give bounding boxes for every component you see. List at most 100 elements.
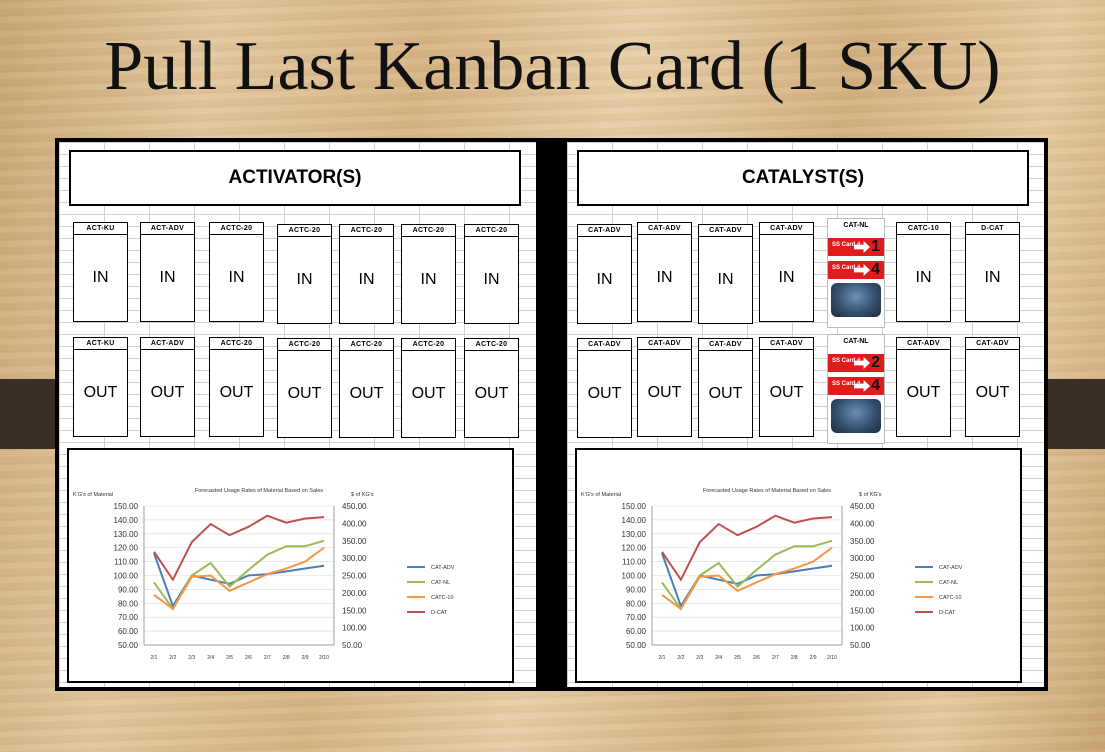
card-out[interactable]: ACT-ADV OUT xyxy=(140,337,195,437)
ss-card-number: 4 xyxy=(871,261,880,278)
card-out[interactable]: ACT-KU OUT xyxy=(73,337,128,437)
y2-tick-label: 350.00 xyxy=(342,537,367,546)
card-in[interactable]: ACTC-20 IN xyxy=(401,224,456,324)
y2-tick-label: 100.00 xyxy=(342,624,367,633)
card-in[interactable]: CAT-ADV IN xyxy=(759,222,814,322)
ss-card-row: SS Card # 4 xyxy=(828,377,884,395)
card-out[interactable]: ACTC-20 OUT xyxy=(339,338,394,438)
card-label: CAT-ADV xyxy=(760,338,813,350)
card-in[interactable]: CAT-ADV IN xyxy=(698,224,753,324)
card-out[interactable]: CAT-ADV OUT xyxy=(698,338,753,438)
card-status: OUT xyxy=(906,384,941,401)
y-tick-label: 80.00 xyxy=(626,599,647,608)
card-out[interactable]: ACTC-20 OUT xyxy=(464,338,519,438)
card-in[interactable]: ACTC-20 IN xyxy=(209,222,264,322)
chart-title: Forecasted Usage Rates of Material Based… xyxy=(703,488,831,494)
card-label: CAT-ADV xyxy=(578,225,631,237)
catalyst-panel: CATALYST(S) CAT-ADV IN CAT-ADV IN CAT-AD… xyxy=(567,142,1044,687)
series-line xyxy=(153,514,325,582)
y2-tick-label: 150.00 xyxy=(850,606,875,615)
y-tick-label: 70.00 xyxy=(118,613,139,622)
card-out[interactable]: ACTC-20 OUT xyxy=(209,337,264,437)
y-tick-label: 110.00 xyxy=(622,558,646,567)
card-label: ACTC-20 xyxy=(340,339,393,351)
y-tick-label: 150.00 xyxy=(114,502,139,511)
special-card-label: CAT-NL xyxy=(843,338,869,345)
series-line xyxy=(661,546,833,611)
legend-label: CAT-ADV xyxy=(939,565,963,571)
x-tick-label: 2/4 xyxy=(715,655,722,661)
card-label: CAT-ADV xyxy=(699,339,752,351)
y-tick-label: 50.00 xyxy=(626,641,647,650)
card-in[interactable]: ACTC-20 IN xyxy=(464,224,519,324)
card-status: OUT xyxy=(287,385,322,402)
x-tick-label: 2/1 xyxy=(151,655,158,661)
ss-card-text: SS Card # xyxy=(832,381,861,387)
ss-card-text: SS Card # xyxy=(832,265,861,271)
series-line xyxy=(661,514,833,582)
card-in[interactable]: CAT-ADV IN xyxy=(577,224,632,324)
card-status: OUT xyxy=(219,384,254,401)
card-out[interactable]: CAT-ADV OUT xyxy=(896,337,951,437)
card-label: ACTC-20 xyxy=(210,223,263,235)
x-tick-label: 2/6 xyxy=(245,655,252,661)
card-label: CAT-ADV xyxy=(578,339,631,351)
y2-tick-label: 250.00 xyxy=(342,572,367,581)
y2-tick-label: 200.00 xyxy=(850,589,875,598)
card-out[interactable]: CAT-ADV OUT xyxy=(965,337,1020,437)
card-label: ACTC-20 xyxy=(402,339,455,351)
card-label: ACTC-20 xyxy=(210,338,263,350)
legend-label: CATC-10 xyxy=(939,595,962,601)
ss-card-number: 2 xyxy=(871,354,880,371)
x-tick-label: 2/2 xyxy=(677,655,684,661)
card-status: OUT xyxy=(150,384,185,401)
card-out[interactable]: CAT-ADV OUT xyxy=(759,337,814,437)
ss-card-row: SS Card # 1 xyxy=(828,238,884,256)
card-out[interactable]: CAT-ADV OUT xyxy=(637,337,692,437)
card-label: D-CAT xyxy=(966,223,1019,235)
y-tick-label: 80.00 xyxy=(118,599,139,608)
x-tick-label: 2/5 xyxy=(734,655,741,661)
card-out[interactable]: CAT-ADV OUT xyxy=(577,338,632,438)
x-tick-label: 2/2 xyxy=(169,655,176,661)
card-in[interactable]: ACTC-20 IN xyxy=(277,224,332,324)
y2-tick-label: 400.00 xyxy=(342,519,367,528)
card-in[interactable]: CAT-ADV IN xyxy=(637,222,692,322)
card-status: OUT xyxy=(474,385,509,402)
x-tick-label: 2/5 xyxy=(226,655,233,661)
x-tick-label: 2/1 xyxy=(659,655,666,661)
card-in[interactable]: ACT-KU IN xyxy=(73,222,128,322)
y-tick-label: 90.00 xyxy=(118,585,139,594)
card-status: IN xyxy=(159,269,176,286)
card-label: CAT-ADV xyxy=(699,225,752,237)
kanban-board: ACTIVATOR(S) ACT-KU IN ACT-ADV IN ACTC-2… xyxy=(55,138,1048,691)
series-line xyxy=(153,546,325,611)
card-status: IN xyxy=(915,269,932,286)
card-label: CAT-ADV xyxy=(638,338,691,350)
card-status: IN xyxy=(596,271,613,288)
x-tick-label: 2/8 xyxy=(791,655,798,661)
card-in[interactable]: CATC-10 IN xyxy=(896,222,951,322)
y-tick-label: 60.00 xyxy=(626,627,647,636)
card-in[interactable]: ACT-ADV IN xyxy=(140,222,195,322)
card-in[interactable]: D-CAT IN xyxy=(965,222,1020,322)
card-label: ACT-ADV xyxy=(141,223,194,235)
card-label: ACTC-20 xyxy=(465,225,518,237)
y2-tick-label: 50.00 xyxy=(342,641,363,650)
card-label: ACT-KU xyxy=(74,223,127,235)
card-label: ACTC-20 xyxy=(278,339,331,351)
card-label: ACTC-20 xyxy=(465,339,518,351)
ss-card-text: SS Card # xyxy=(832,358,861,364)
y2-tick-label: 50.00 xyxy=(850,641,871,650)
card-out[interactable]: ACTC-20 OUT xyxy=(277,338,332,438)
card-in[interactable]: ACTC-20 IN xyxy=(339,224,394,324)
cat-nl-special-card-in[interactable]: CAT-NL SS Card # 1 SS Card # 4 xyxy=(827,218,885,328)
card-out[interactable]: ACTC-20 OUT xyxy=(401,338,456,438)
card-status: IN xyxy=(296,271,313,288)
cat-nl-special-card-out[interactable]: CAT-NL SS Card # 2 SS Card # 4 xyxy=(827,334,885,444)
legend-label: CAT-ADV xyxy=(431,565,455,571)
legend-label: D-CAT xyxy=(939,610,956,616)
card-status: OUT xyxy=(587,385,622,402)
y-tick-label: 110.00 xyxy=(114,558,138,567)
x-tick-label: 2/6 xyxy=(753,655,760,661)
